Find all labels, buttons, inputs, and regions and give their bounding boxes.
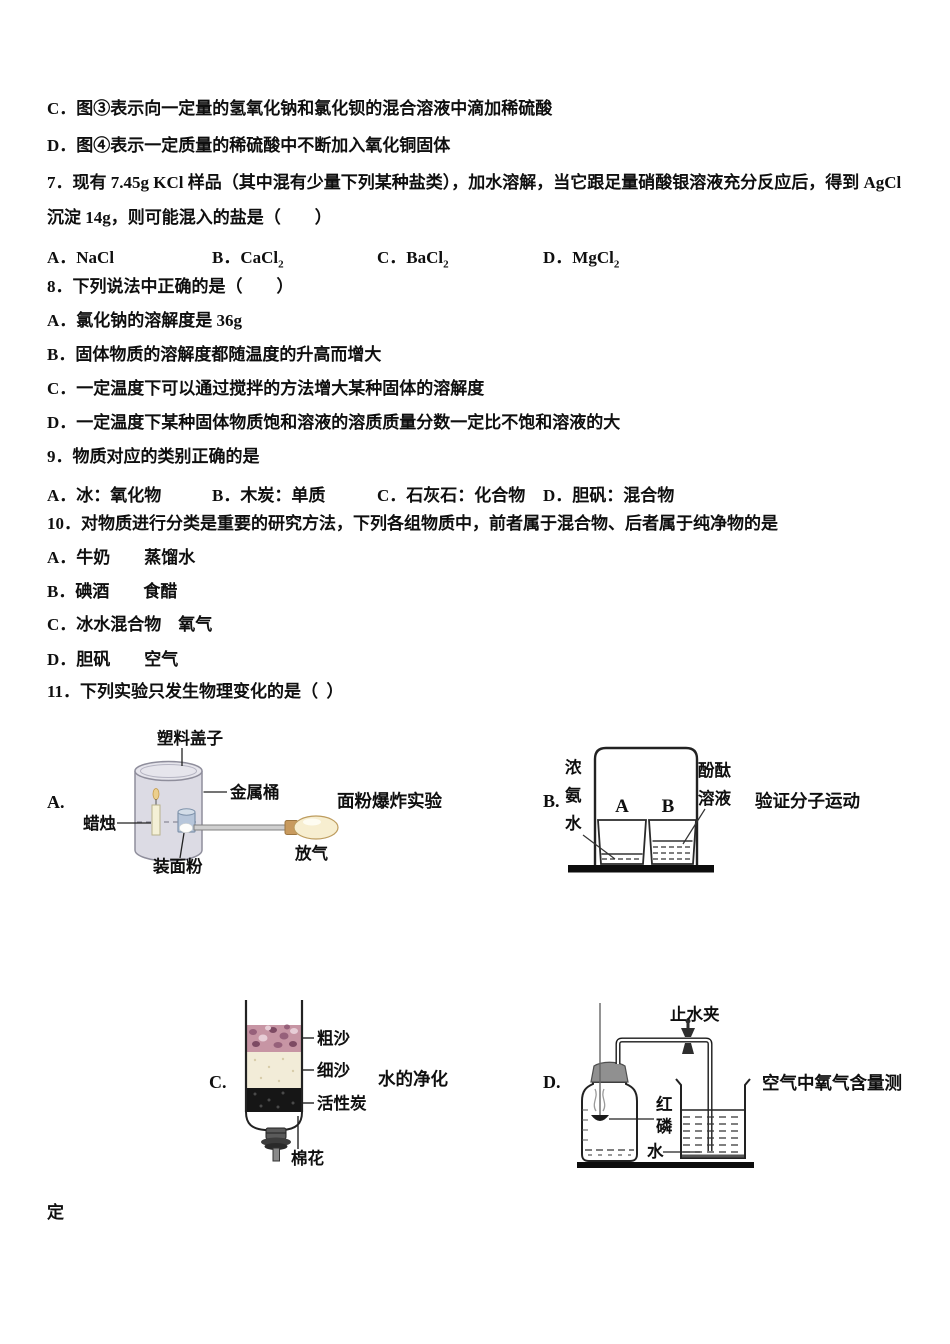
- label-phenolphthalein-line2: 溶液: [698, 788, 732, 808]
- fine-sand-texture: [253, 1057, 295, 1083]
- question-9-option-b: B．木炭：单质: [212, 486, 326, 505]
- formula-subscript: 2: [278, 258, 284, 271]
- option-text: A．NaCl: [47, 248, 115, 267]
- label-red-phosphorus-char1: 红: [656, 1094, 673, 1114]
- diagram-b-caption: 验证分子运动: [755, 791, 860, 811]
- question-10-option-d: D．胆矾 空气: [47, 650, 179, 669]
- diagram-d-oxygen-measurement: D.: [543, 1003, 902, 1168]
- question-10-option-c: C．冰水混合物 氧气: [47, 615, 213, 634]
- column-bottom-cotton-zone: [245, 1111, 303, 1131]
- question-11-text: 11．下列实验只发生物理变化的是（ ）: [47, 682, 344, 701]
- diagram-b-molecular-motion: B. A B 浓 氨 水 酚酞 溶液 验证分子运动: [543, 746, 860, 873]
- spigot-flange-lower: [264, 1143, 288, 1150]
- question-10-option-b: B．碘酒 食醋: [47, 582, 178, 601]
- label-metal-bucket: 金属桶: [229, 782, 280, 802]
- ammonia-leader-line: [582, 834, 616, 860]
- question-9-option-c: C．石灰石：化合物: [377, 486, 526, 505]
- label-ammonia-char3: 水: [565, 813, 582, 833]
- diagram-c-caption: 水的净化: [378, 1069, 448, 1089]
- bucket-lid-rim: [140, 764, 197, 778]
- smoke-wisp: [602, 1088, 606, 1112]
- question-7-option-b: B．CaCl2: [212, 243, 284, 270]
- small-beaker-b: [648, 819, 697, 865]
- bottle-graduation-ticks: [582, 1109, 588, 1141]
- option-text: B．CaCl: [212, 248, 279, 267]
- label-plastic-lid: 塑料盖子: [157, 728, 224, 748]
- table-base: [577, 1162, 754, 1168]
- connecting-pipe-inner: [616, 1038, 712, 1151]
- question-8-text: 8．下列说法中正确的是（ ）: [47, 277, 294, 296]
- label-flour: 装面粉: [153, 856, 203, 876]
- diagram-d-caption: 空气中氧气含量测: [762, 1073, 902, 1093]
- label-candle: 蜡烛: [83, 813, 117, 833]
- question-6-option-d: D．图④表示一定质量的稀硫酸中不断加入氧化铜固体: [47, 136, 451, 155]
- question-8-option-b: B．固体物质的溶解度都随温度的升高而增大: [47, 345, 382, 364]
- small-beaker-a: [597, 819, 647, 865]
- label-coarse-sand: 粗沙: [317, 1028, 351, 1048]
- diagram-b-letter: B.: [543, 791, 560, 811]
- activated-carbon-texture: [253, 1091, 295, 1109]
- label-pinch-clamp: 止水夹: [670, 1004, 720, 1024]
- question-9-option-d: D．胆矾：混合物: [543, 486, 675, 505]
- option-text: D．MgCl: [543, 248, 614, 267]
- air-tube: [193, 824, 289, 831]
- question-8-option-c: C．一定温度下可以通过搅拌的方法增大某种固体的溶解度: [47, 379, 485, 398]
- question-9-option-a: A．冰：氧化物: [47, 486, 162, 505]
- spigot-stem: [272, 1147, 280, 1162]
- label-activated-carbon: 活性炭: [317, 1093, 367, 1113]
- question-7-text-line1: 7．现有 7.45g KCl 样品（其中混有少量下列某种盐类），加水溶解，当它跟…: [47, 173, 902, 192]
- diagram-a-flour-explosion: A. 塑料盖子 金属桶 蜡烛 装面粉 放气 面粉爆炸实验: [47, 728, 442, 876]
- question-6-option-c: C．图③表示向一定量的氢氧化钠和氯化钡的混合溶液中滴加稀硫酸: [47, 99, 553, 118]
- formula-subscript: 2: [443, 258, 449, 271]
- flour-cup-mouth: [177, 808, 196, 816]
- label-phenolphthalein-line1: 酚酞: [698, 760, 732, 780]
- candle-flame: [152, 788, 160, 800]
- combustion-spoon: [591, 1115, 609, 1121]
- label-ammonia-char1: 浓: [565, 758, 582, 777]
- option-text: C．BaCl: [377, 248, 444, 267]
- question-8-option-a: A．氯化钠的溶解度是 36g: [47, 311, 243, 330]
- activated-carbon-layer: [247, 1088, 301, 1112]
- beaker-b-letter: B: [662, 796, 675, 817]
- question-7-text-line2: 沉淀 14g，则可能混入的盐是（ ）: [47, 208, 332, 227]
- formula-subscript: 2: [613, 258, 620, 271]
- label-release-air: 放气: [294, 843, 329, 863]
- candle-body: [151, 804, 161, 836]
- beaker-a-letter: A: [615, 796, 629, 817]
- diagram-d-letter: D.: [543, 1072, 561, 1092]
- question-10-text: 10．对物质进行分类是重要的研究方法，下列各组物质中，前者属于混合物、后者属于纯…: [47, 514, 778, 533]
- caption-continuation: 定: [47, 1203, 64, 1222]
- diagram-c-letter: C.: [209, 1072, 227, 1092]
- metal-bucket-body: [134, 771, 203, 862]
- diagram-c-water-purification: C.: [209, 1000, 448, 1168]
- fine-sand-layer: [247, 1052, 301, 1088]
- question-8-option-d: D．一定温度下某种固体物质饱和溶液的溶质质量分数一定比不饱和溶液的大: [47, 413, 621, 432]
- smoke-wisp: [593, 1088, 597, 1112]
- label-red-phosphorus-char2: 磷: [656, 1116, 673, 1136]
- gas-bottle: [581, 1081, 638, 1162]
- bulb-highlight: [303, 818, 321, 826]
- question-9-text: 9．物质对应的类别正确的是: [47, 447, 260, 466]
- flour-leader-line: [179, 832, 185, 859]
- pinch-clamp: [681, 1018, 695, 1054]
- beaker-water-dashes: [683, 1116, 743, 1153]
- flour-pile: [179, 823, 193, 833]
- label-ammonia-char2: 氨: [565, 785, 582, 805]
- phenolphthalein-leader-line: [682, 808, 706, 845]
- water-beaker: [675, 1078, 751, 1159]
- question-7-option-d: D．MgCl2: [543, 243, 619, 270]
- question-7-option-c: C．BaCl2: [377, 243, 449, 270]
- label-cotton: 棉花: [291, 1148, 325, 1168]
- question-7-option-a: A．NaCl: [47, 243, 114, 270]
- table-base: [568, 865, 714, 873]
- question-10-option-a: A．牛奶 蒸馏水: [47, 548, 196, 567]
- coarse-sand-texture: [249, 1024, 298, 1048]
- diagram-a-letter: A.: [47, 792, 65, 812]
- label-water: 水: [647, 1141, 664, 1161]
- label-fine-sand: 细沙: [317, 1060, 351, 1080]
- rubber-stopper: [590, 1061, 629, 1083]
- diagram-a-caption: 面粉爆炸实验: [337, 791, 442, 811]
